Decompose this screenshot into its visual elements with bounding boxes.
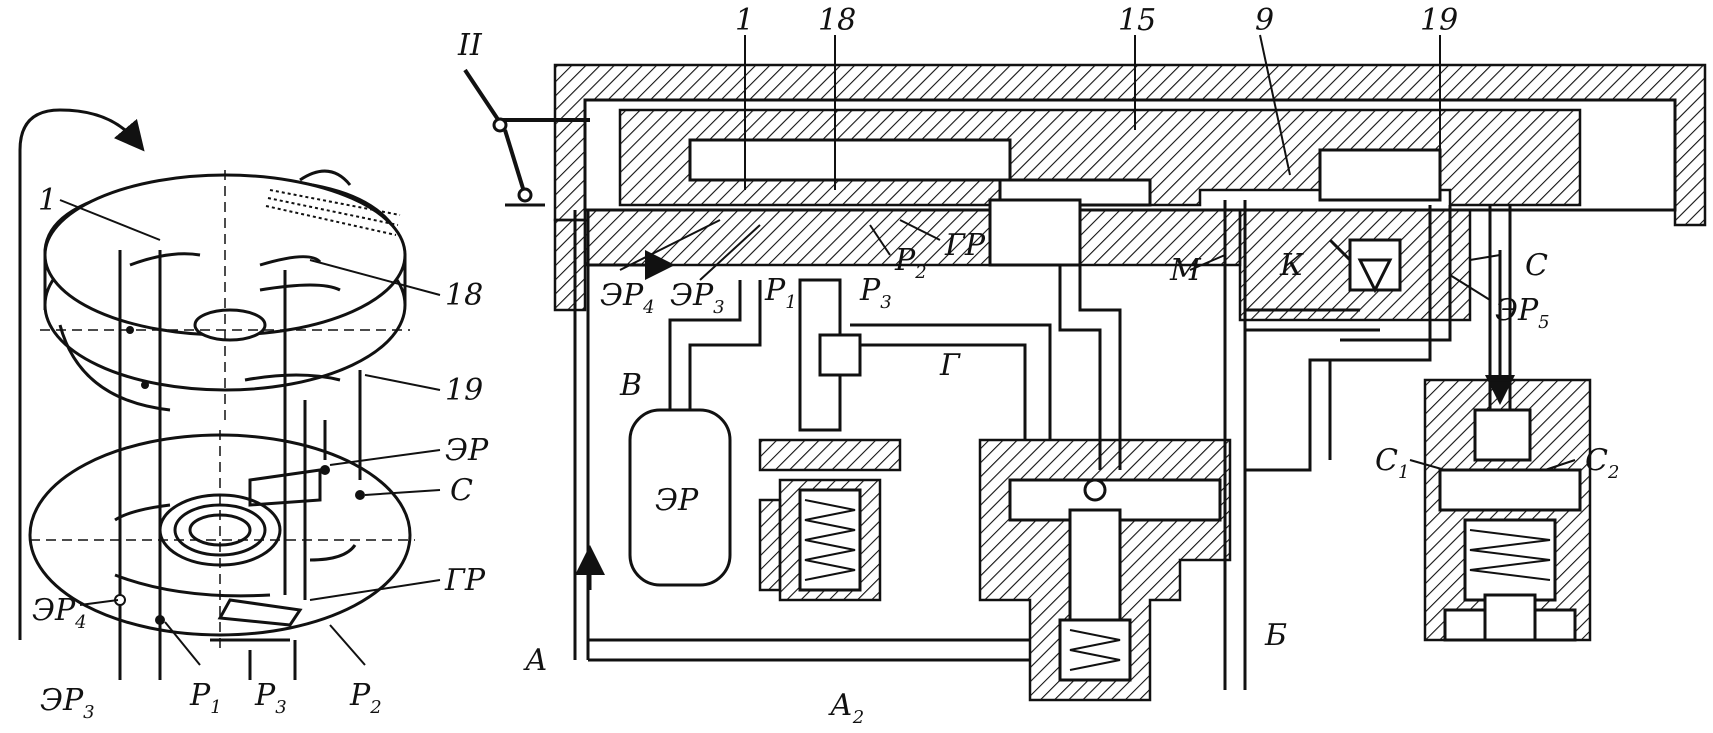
label-gr: ГР <box>444 563 486 598</box>
check-valve-k <box>1328 238 1402 294</box>
right-section-view: II 1 18 15 9 19 ЭР4 ЭР3 Р1 Р3 Р2 ГР М К … <box>457 3 1707 728</box>
channel-g <box>850 323 1052 440</box>
flow-loop-arrow <box>18 108 145 640</box>
label-r18: 18 <box>818 3 856 38</box>
label-er-tank: ЭР <box>655 483 699 518</box>
label-p2: Р2 <box>349 678 382 718</box>
er-reservoir <box>628 408 732 587</box>
label-g: Г <box>939 348 961 383</box>
label-r9: 9 <box>1255 3 1274 38</box>
label-m: М <box>1169 253 1202 288</box>
label-k: К <box>1279 248 1304 283</box>
channel-v <box>668 280 742 410</box>
label-c1: С1 <box>1375 443 1409 483</box>
label-r1: 1 <box>735 3 754 38</box>
label-19: 19 <box>445 373 483 408</box>
label-r19: 19 <box>1420 3 1458 38</box>
label-r-p2: Р2 <box>894 243 927 283</box>
label-er3: ЭР3 <box>40 683 95 723</box>
channel-er5 <box>1320 205 1432 362</box>
pressure-valve-left <box>758 278 902 602</box>
label-b: Б <box>1264 618 1287 653</box>
valve-c1-c2 <box>1423 378 1592 642</box>
handle-lever <box>463 68 590 207</box>
label-c: С <box>450 473 473 508</box>
label-1: 1 <box>38 183 57 218</box>
left-exploded-view: 1 18 19 ЭР С ГР ЭР4 ЭР3 Р1 Р3 Р2 <box>18 108 489 723</box>
relay-valve-center <box>978 438 1232 702</box>
label-r15: 15 <box>1118 3 1156 38</box>
label-a2: А2 <box>828 688 864 728</box>
label-p1: Р1 <box>189 678 222 718</box>
label-c2: С2 <box>1585 443 1619 483</box>
label-r-p3: Р3 <box>859 273 892 313</box>
label-r-gr: ГР <box>944 228 986 263</box>
label-r-p1: Р1 <box>764 273 797 313</box>
label-a: А <box>523 643 548 678</box>
label-roman-ii: II <box>457 28 483 63</box>
upper-disc <box>40 169 410 420</box>
label-p3: Р3 <box>254 678 287 718</box>
label-er: ЭР <box>445 433 489 468</box>
label-v: В <box>619 368 642 403</box>
label-er5: ЭР5 <box>1495 293 1550 333</box>
label-er4: ЭР4 <box>32 593 87 633</box>
label-18: 18 <box>445 278 483 313</box>
label-r-er3: ЭР3 <box>670 278 725 318</box>
lower-disc <box>28 430 415 650</box>
label-r-er4: ЭР4 <box>600 278 655 318</box>
label-r-c: С <box>1525 248 1548 283</box>
